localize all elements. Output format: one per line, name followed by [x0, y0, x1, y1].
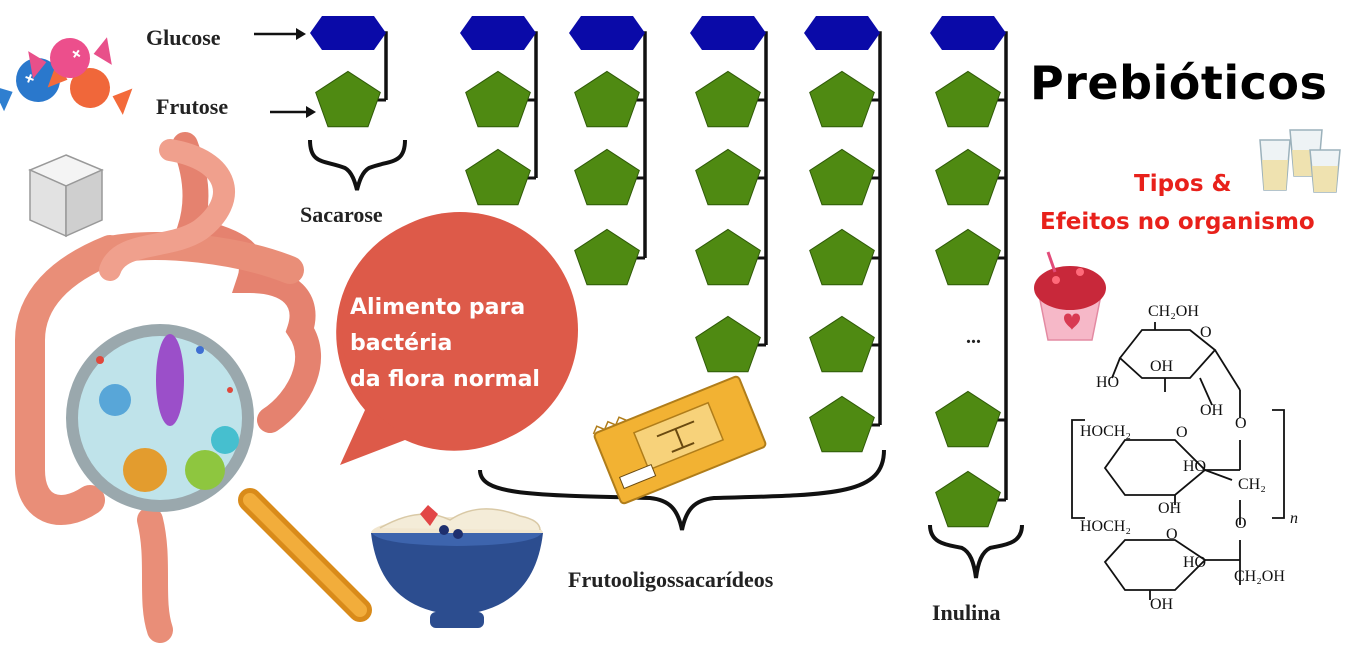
fos-label: Frutooligossacarídeos [568, 567, 774, 592]
fructose-unit [574, 228, 640, 286]
subtitle-line-2: Efeitos no organismo [1040, 209, 1315, 235]
sacarose-brace [308, 139, 407, 191]
chem-hoch2-2: HOCH₂ [1080, 423, 1131, 440]
sacarose-label: Sacarose [300, 202, 383, 227]
glucose-unit [690, 16, 766, 50]
glucose-arrow [254, 28, 306, 40]
subtitle-line-1: Tipos & [1134, 171, 1232, 197]
glucose-unit [930, 16, 1006, 50]
fructose-unit [809, 315, 875, 373]
page-title: Prebióticos [1030, 56, 1328, 110]
sugar-cube-icon [28, 154, 104, 238]
chem-hoch2-3: HOCH₂ [1080, 518, 1131, 535]
speech-line-3: da flora normal [350, 367, 540, 392]
cereal-bowl-icon [371, 505, 543, 628]
chain-units [310, 16, 1006, 528]
chem-oh-3: OH [1150, 596, 1174, 613]
fructose-unit [574, 70, 640, 128]
inulina-ellipsis: ... [966, 326, 981, 348]
glucose-unit [569, 16, 645, 50]
fructose-unit [465, 70, 531, 128]
chem-ho-left1: HO [1096, 374, 1120, 391]
fructose-unit [695, 315, 761, 373]
chem-ch2-2: CH₂ [1238, 476, 1266, 493]
chem-o-link1: O [1235, 415, 1247, 432]
fructose-unit [695, 228, 761, 286]
chem-ho-3: HO [1183, 554, 1207, 571]
chem-o-ring3: O [1166, 526, 1178, 543]
glass-cups-icon [1259, 129, 1341, 193]
frutose-arrow [270, 106, 316, 118]
fructose-unit [695, 148, 761, 206]
candy-icon [0, 37, 133, 115]
glucose-label: Glucose [146, 25, 221, 50]
chain-connector [528, 31, 538, 178]
snack-package-icon [592, 375, 767, 505]
speech-line-1: Alimento para [350, 295, 526, 320]
fructose-unit [809, 148, 875, 206]
fructose-unit [574, 148, 640, 206]
chem-o-link2: O [1235, 515, 1247, 532]
inulina-label: Inulina [932, 600, 1001, 625]
chem-o-ring1: O [1200, 324, 1212, 341]
chem-oh-mid1: OH [1150, 358, 1174, 375]
cupcake-icon [1034, 251, 1106, 341]
inulin-structure [1071, 322, 1285, 600]
speech-bubble [336, 212, 578, 465]
fructose-unit [935, 148, 1001, 206]
fructose-unit [809, 395, 875, 453]
fructose-unit [465, 148, 531, 206]
chain-connector [637, 31, 647, 258]
fructose-unit [809, 70, 875, 128]
fructose-unit [935, 228, 1001, 286]
glucose-unit [460, 16, 536, 50]
chem-ho-2: HO [1183, 458, 1207, 475]
magnifier-bacteria-illustration [66, 324, 372, 622]
frutose-label: Frutose [156, 94, 229, 119]
fructose-unit [935, 470, 1001, 528]
fructose-unit [935, 70, 1001, 128]
fructose-unit [809, 228, 875, 286]
fructose-unit [315, 70, 381, 128]
speech-line-2: bactéria [350, 331, 453, 356]
fructose-unit [935, 390, 1001, 448]
chem-o-ring2: O [1176, 424, 1188, 441]
chem-oh-2: OH [1158, 500, 1182, 517]
chem-ch2oh-top: CH₂OH [1148, 303, 1199, 320]
chem-n-subscript: n [1290, 510, 1298, 527]
speech-bubble-text: Alimento para bactéria da flora normal [350, 290, 580, 398]
intestine-illustration [14, 132, 322, 643]
chain-connector [998, 31, 1008, 500]
glucose-unit [804, 16, 880, 50]
fos-brace [478, 449, 886, 531]
chain-connector [758, 31, 768, 345]
chain-connector [378, 31, 388, 100]
inulina-brace [928, 524, 1024, 579]
fructose-unit [695, 70, 761, 128]
chem-oh-low1: OH [1200, 402, 1224, 419]
chem-ch2oh-3: CH₂OH [1234, 568, 1285, 585]
glucose-unit [310, 16, 386, 50]
